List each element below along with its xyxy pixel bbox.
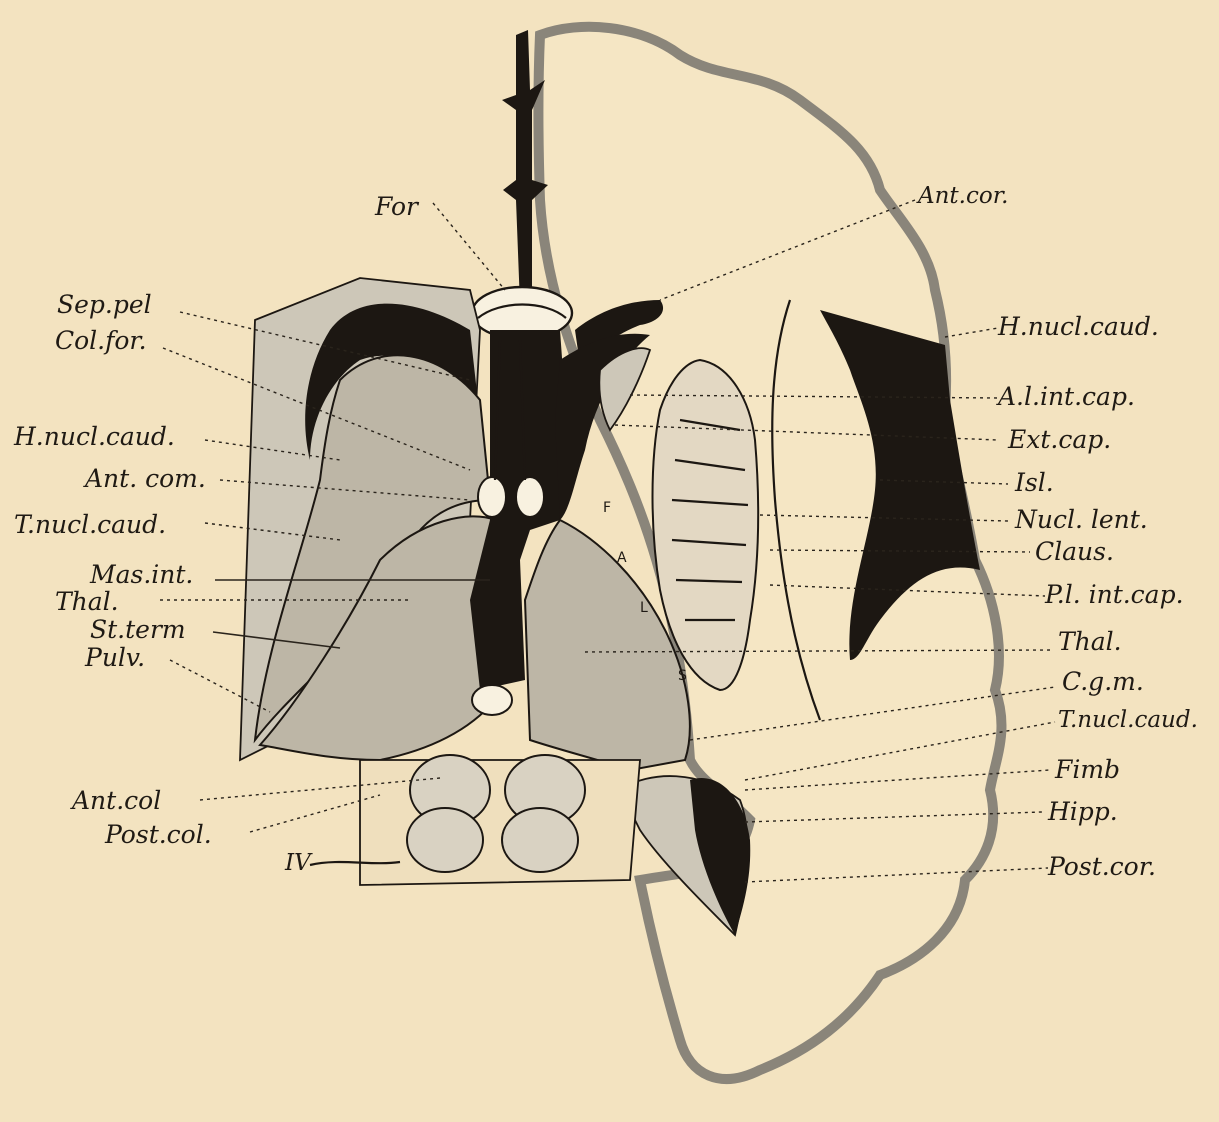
label-t-nucl-caud-left: T.nucl.caud. <box>14 510 166 539</box>
label-c-g-m: C.g.m. <box>1062 667 1144 696</box>
label-post-col: Post.col. <box>104 820 212 849</box>
label-mas-int: Mas.int. <box>89 560 193 589</box>
label-h-nucl-caud-left: H.nucl.caud. <box>13 422 175 451</box>
label-thal-right: Thal. <box>1058 627 1122 656</box>
label-h-nucl-caud-right: H.nucl.caud. <box>997 312 1159 341</box>
col-fornix-left <box>478 477 506 517</box>
label-ant-cor: Ant.cor. <box>916 183 1008 209</box>
label-post-cor: Post.cor. <box>1047 852 1156 881</box>
label-col-for: Col.for. <box>55 326 147 355</box>
label-a-l-int-cap: A.l.int.cap. <box>996 382 1135 411</box>
col-fornix-right <box>516 477 544 517</box>
letter-f: F <box>603 500 611 516</box>
label-iv: IV <box>284 850 313 876</box>
letter-a: A <box>617 550 627 566</box>
letter-l: L <box>640 600 648 616</box>
label-pulv: Pulv. <box>84 643 145 672</box>
label-fimb: Fimb <box>1054 755 1120 784</box>
label-isl: Isl. <box>1014 468 1054 497</box>
label-for: For <box>374 192 420 221</box>
label-ext-cap: Ext.cap. <box>1007 425 1111 454</box>
label-t-nucl-caud-right: T.nucl.caud. <box>1058 707 1198 733</box>
label-hipp: Hipp. <box>1047 797 1118 826</box>
label-ant-com: Ant. com. <box>83 464 206 493</box>
label-claus: Claus. <box>1035 537 1114 566</box>
label-p-l-int-cap: P.l. int.cap. <box>1044 580 1184 609</box>
label-thal-left: Thal. <box>55 587 119 616</box>
label-sep-pel: Sep.pel <box>57 290 152 319</box>
label-nucl-lent: Nucl. lent. <box>1014 505 1148 534</box>
label-ant-col: Ant.col <box>70 786 161 815</box>
label-st-term: St.term <box>90 615 186 644</box>
letter-s: S <box>678 668 687 684</box>
